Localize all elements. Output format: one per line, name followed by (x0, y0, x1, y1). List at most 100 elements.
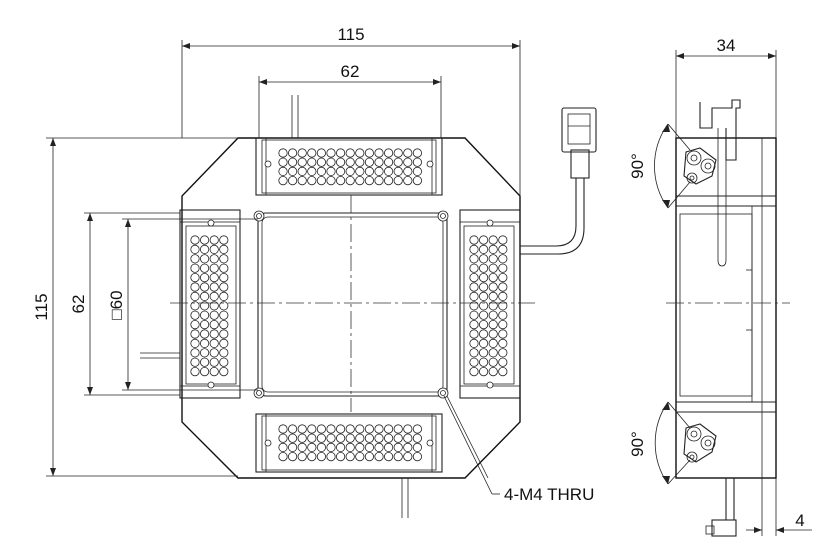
led (307, 424, 317, 434)
led (498, 254, 508, 264)
left-cable (140, 352, 180, 359)
led (478, 310, 489, 320)
led (478, 272, 489, 283)
right-led-panel (459, 209, 521, 399)
aperture-frame (257, 212, 448, 397)
led (488, 357, 498, 367)
led (345, 424, 355, 434)
led (498, 348, 508, 358)
led (219, 244, 229, 254)
dim-tilt-top: 90° (628, 153, 647, 179)
led (345, 451, 355, 462)
led (219, 357, 229, 367)
led (190, 263, 200, 273)
led (383, 451, 394, 462)
led (469, 366, 479, 377)
led (393, 148, 403, 158)
aperture-inner (261, 216, 444, 393)
led (278, 442, 288, 452)
led (209, 272, 219, 283)
led (364, 442, 374, 452)
led (355, 148, 365, 158)
led (469, 244, 479, 254)
led (209, 310, 219, 320)
led (469, 348, 479, 358)
led (297, 442, 307, 452)
led (326, 148, 336, 158)
led (219, 329, 229, 339)
led (498, 366, 508, 377)
led (469, 282, 479, 292)
led (498, 319, 508, 330)
led (335, 148, 346, 158)
led (403, 424, 413, 434)
led (383, 424, 394, 434)
led (287, 451, 298, 462)
led (297, 451, 307, 462)
dim-top-panel-width: 62 (341, 62, 360, 81)
led (326, 451, 336, 462)
led (200, 366, 210, 377)
led (307, 157, 317, 167)
led (209, 254, 219, 264)
front-dimensions: 115 62 115 62 □60 4-M4 THRU (32, 25, 594, 504)
led (316, 442, 326, 452)
led (393, 176, 403, 186)
led (287, 148, 298, 158)
led (316, 424, 326, 434)
led (209, 357, 219, 367)
led (488, 348, 498, 358)
led (316, 433, 326, 443)
dim-tilt-bottom: 90° (628, 431, 647, 457)
led (219, 272, 229, 283)
led (190, 254, 200, 264)
led (498, 282, 508, 292)
led (345, 442, 355, 452)
led (488, 366, 498, 377)
led (345, 166, 355, 176)
led (498, 291, 508, 301)
led (345, 176, 355, 186)
led (335, 424, 346, 434)
led (287, 176, 298, 186)
led (412, 176, 422, 186)
led (209, 282, 219, 292)
top-cable (291, 95, 299, 138)
led (403, 176, 413, 186)
led (478, 254, 489, 264)
led (488, 272, 498, 283)
led (355, 424, 365, 434)
led (469, 291, 479, 301)
dim-aperture: □60 (107, 290, 126, 319)
led (364, 166, 374, 176)
led (209, 329, 219, 339)
led (190, 310, 200, 320)
led (469, 235, 479, 245)
led (488, 301, 498, 311)
led (335, 451, 346, 462)
led (488, 263, 498, 273)
led (307, 148, 317, 158)
led (200, 282, 210, 292)
led (393, 157, 403, 167)
led (355, 166, 365, 176)
led (412, 451, 422, 462)
led (335, 176, 346, 186)
tilt-arcs: 90° 90° (628, 123, 691, 485)
led (326, 433, 336, 443)
led (383, 176, 394, 186)
led (200, 338, 210, 348)
led (200, 319, 210, 330)
led (326, 176, 336, 186)
led (488, 282, 498, 292)
led (374, 424, 384, 434)
bottom-cable (401, 478, 409, 518)
led (374, 166, 384, 176)
led (383, 148, 394, 158)
led (403, 442, 413, 452)
led (488, 254, 498, 264)
led (488, 329, 498, 339)
led (219, 348, 229, 358)
